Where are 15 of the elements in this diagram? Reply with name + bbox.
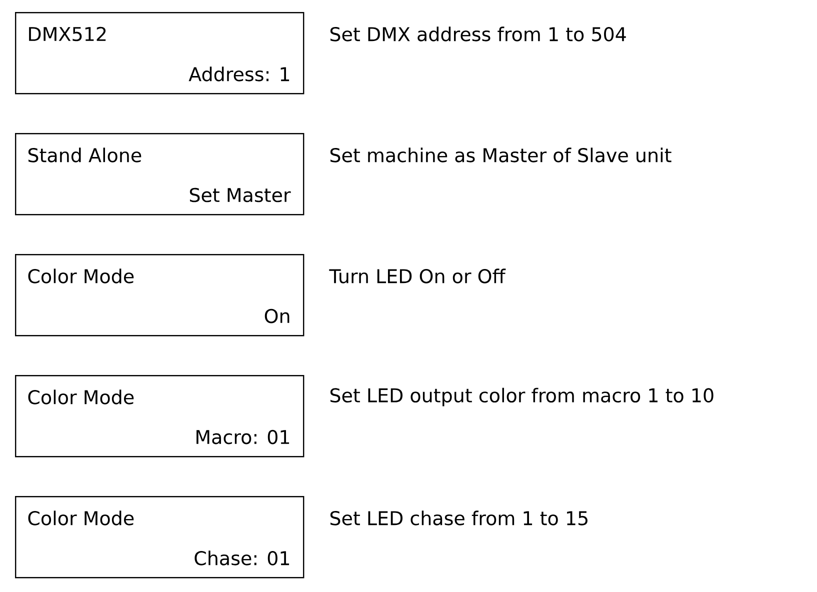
display-title: Color Mode xyxy=(28,268,134,284)
description: Turn LED On or Off xyxy=(329,268,506,284)
display-title: Color Mode xyxy=(28,390,134,404)
description: Set LED chase from 1 to 15 xyxy=(330,510,588,526)
description: Set machine as Master of Slave unit xyxy=(330,148,672,162)
display-value: On xyxy=(264,308,290,324)
description: Set DMX address from 1 to 504 xyxy=(330,26,626,42)
display-title: Color Mode xyxy=(28,510,134,526)
display-title: DMX512 xyxy=(29,26,106,42)
display-value: Macro: 01 xyxy=(196,430,290,444)
description: Set LED output color from macro 1 to 10 xyxy=(330,388,714,406)
display-value: Address: 1 xyxy=(188,66,290,82)
display-title: Stand Alone xyxy=(28,148,142,162)
display-value: Set Master xyxy=(190,188,291,202)
display-value: Chase: 01 xyxy=(194,550,290,566)
